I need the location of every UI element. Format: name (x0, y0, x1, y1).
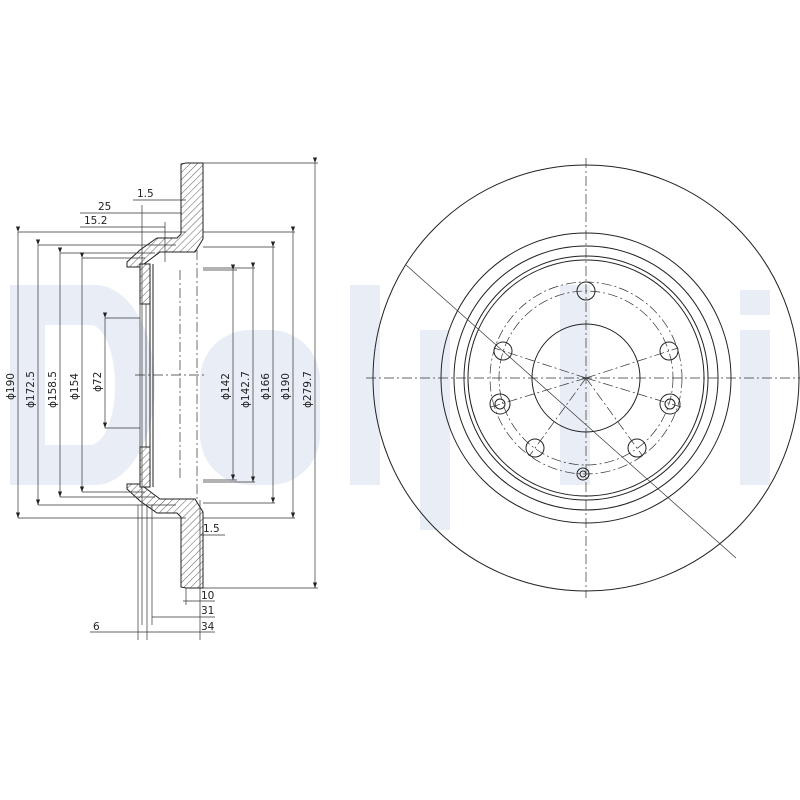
dim-34: 34 (201, 621, 215, 633)
dim-phi-72: ϕ72 (92, 372, 104, 392)
cross-section-view: 1.5 25 15.2 ϕ190 ϕ172.5 ϕ158.5 ϕ154 ϕ72 … (5, 157, 318, 640)
dim-phi-172-5: ϕ172.5 (25, 371, 37, 408)
dim-25: 25 (98, 201, 111, 213)
dim-15-2: 15.2 (84, 215, 107, 227)
bolt-holes (493, 281, 679, 458)
front-view (366, 158, 800, 598)
set-screw-hole (576, 467, 590, 481)
dim-phi-166: ϕ166 (260, 373, 272, 400)
dim-phi-158-5: ϕ158.5 (47, 371, 59, 408)
dim-phi-154: ϕ154 (69, 373, 81, 400)
pilot-holes (489, 377, 682, 415)
dim-phi-190-left: ϕ190 (5, 373, 17, 400)
delphi-watermark (10, 285, 770, 530)
dim-phi-142: ϕ142 (220, 373, 232, 400)
dim-phi-279-7: ϕ279.7 (302, 371, 314, 408)
dim-10: 10 (201, 590, 214, 602)
dim-6: 6 (93, 621, 100, 633)
dim-1-5-top: 1.5 (137, 188, 154, 200)
dim-phi-142-7: ϕ142.7 (240, 371, 252, 408)
dim-1-5-bottom: 1.5 (203, 523, 220, 535)
dim-31: 31 (201, 605, 214, 617)
dim-phi-190-right: ϕ190 (280, 373, 292, 400)
